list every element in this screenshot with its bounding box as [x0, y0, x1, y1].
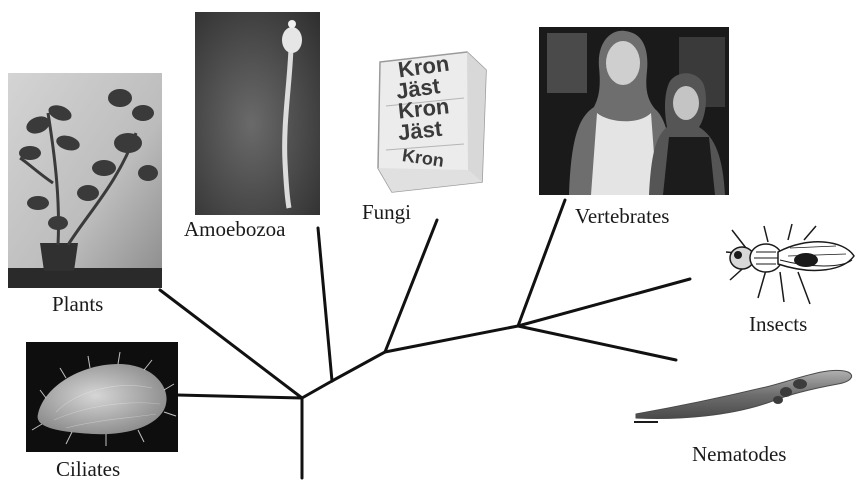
- label-fungi: Fungi: [362, 202, 411, 223]
- package-product-middle: Jäst: [397, 116, 444, 146]
- insect-drawing: [718, 218, 857, 310]
- branch-main: [302, 381, 332, 398]
- yeast-package-photo: Kron Jäst Kron Jäst Kron: [372, 48, 490, 196]
- label-nematodes: Nematodes: [692, 444, 786, 465]
- nematode-micrograph: [630, 358, 857, 430]
- branch-ciliates: [177, 395, 302, 398]
- branch-insects: [518, 279, 690, 326]
- ciliate-micrograph: [26, 342, 178, 452]
- plant-photo: [8, 73, 162, 288]
- branch-main-3: [385, 326, 518, 352]
- label-insects: Insects: [749, 314, 807, 335]
- branch-plants: [160, 290, 302, 398]
- branch-amoebozoa: [318, 228, 332, 381]
- label-amoebozoa: Amoebozoa: [184, 219, 285, 240]
- branch-nematodes: [518, 326, 676, 360]
- label-vertebrates: Vertebrates: [575, 206, 669, 227]
- label-ciliates: Ciliates: [56, 459, 120, 480]
- label-plants: Plants: [52, 294, 103, 315]
- branch-vertebrates: [518, 200, 565, 326]
- branch-fungi: [385, 220, 437, 352]
- amoebozoa-photo: [195, 12, 320, 215]
- branch-main-2: [332, 352, 385, 381]
- vertebrates-photo: [539, 27, 729, 195]
